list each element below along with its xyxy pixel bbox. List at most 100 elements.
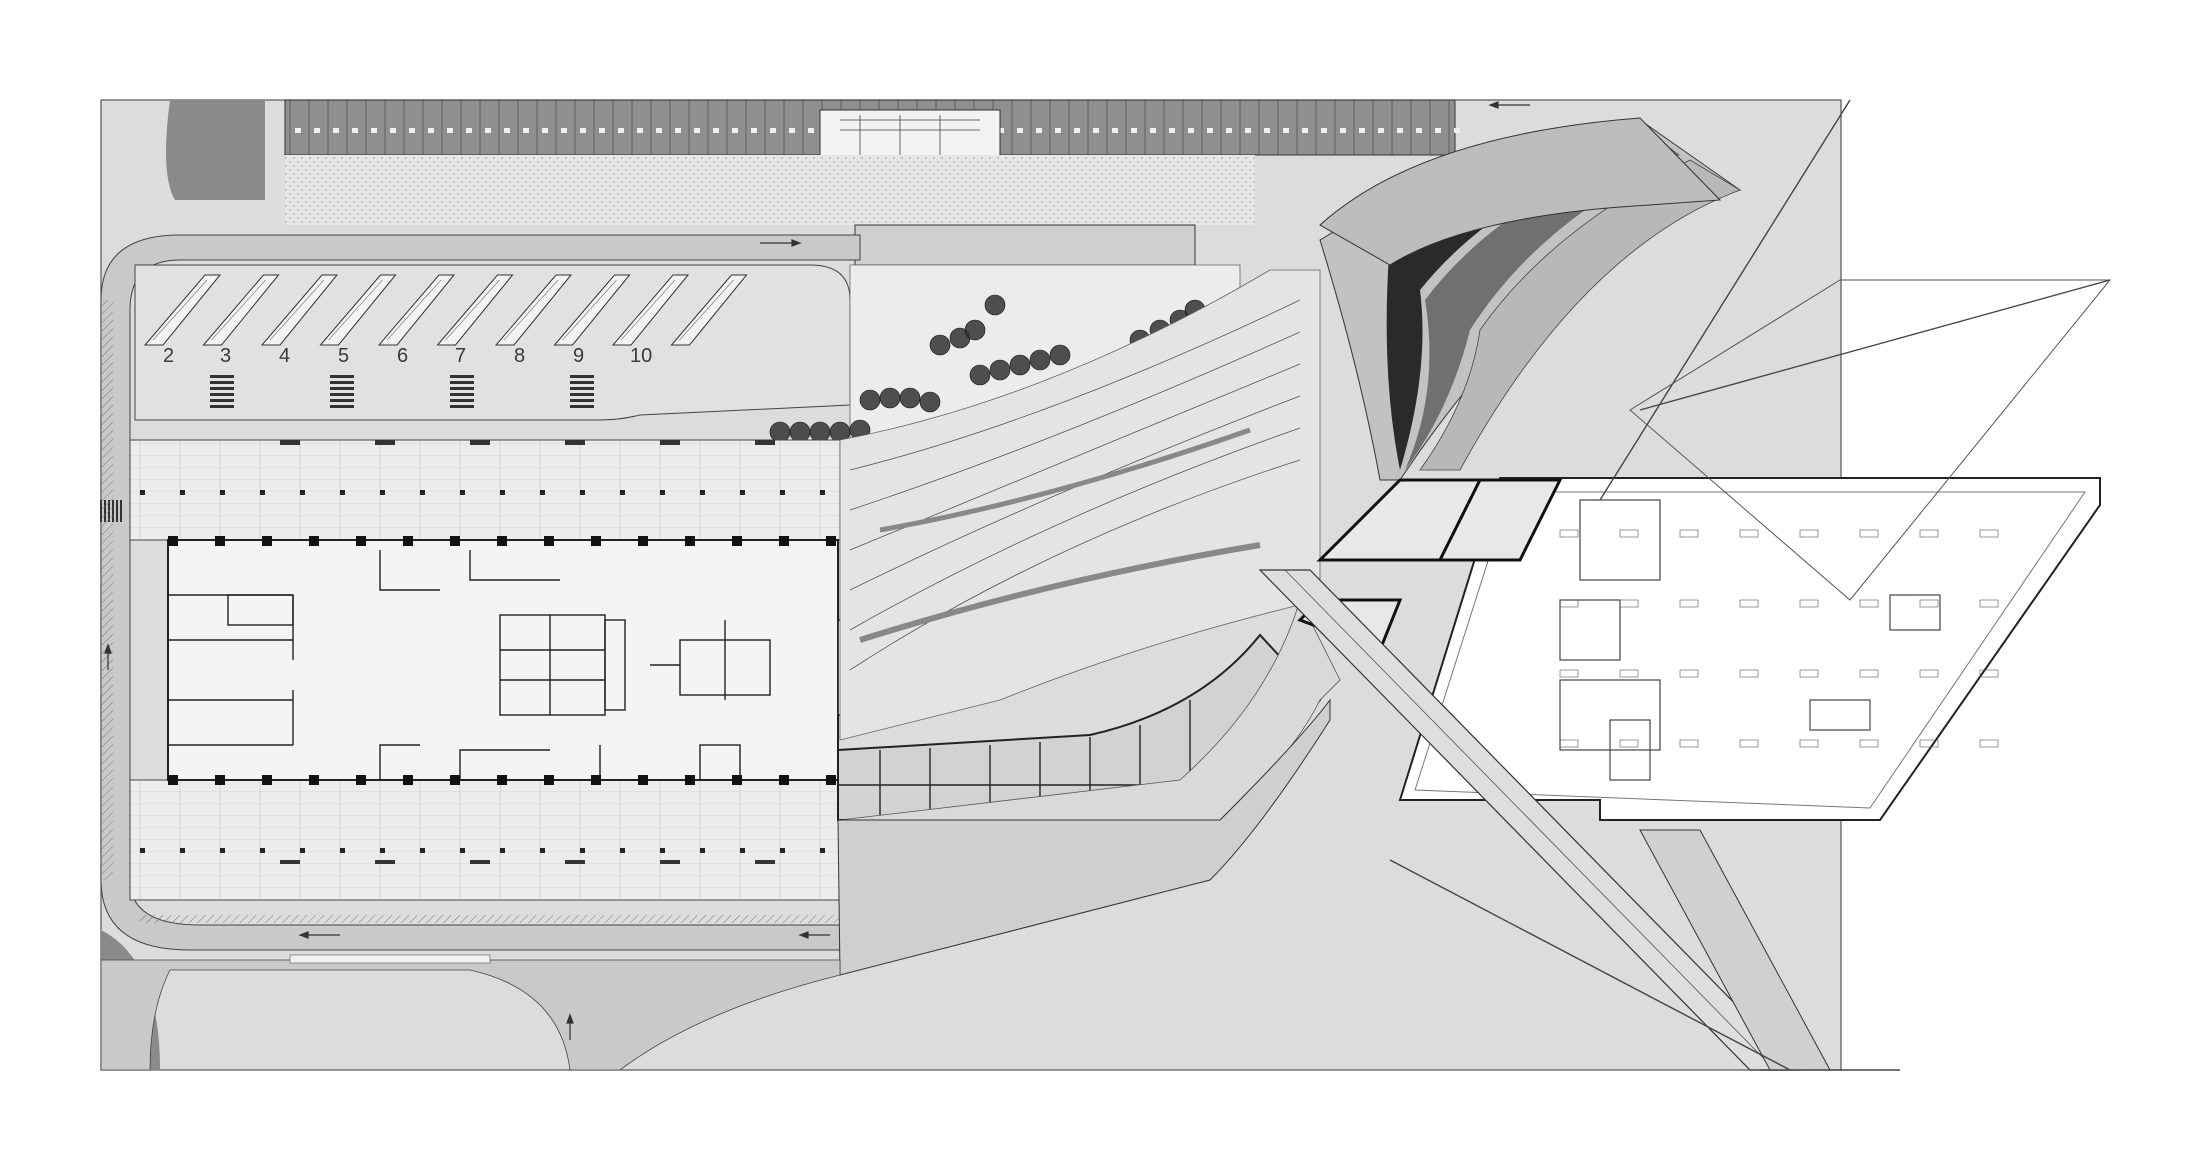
bollard <box>260 848 265 853</box>
parking-stall-mark <box>390 128 396 133</box>
column <box>591 775 601 785</box>
parking-stall-mark <box>1454 128 1460 133</box>
right-building-cores <box>1559 499 1941 781</box>
grid-column <box>1799 669 1819 678</box>
bollard <box>500 490 505 495</box>
parking-stall-mark <box>1226 128 1232 133</box>
tree <box>964 319 986 341</box>
crosswalk-stripe <box>330 375 354 378</box>
canopy-bar <box>854 224 1196 266</box>
bay-number: 6 <box>397 345 408 367</box>
entrance-pavilion <box>819 109 1001 161</box>
parking-stall-mark <box>1150 128 1156 133</box>
crosswalk-stripe <box>210 375 234 378</box>
column <box>403 536 413 546</box>
bollard <box>340 490 345 495</box>
crosswalk-stripe <box>570 393 594 396</box>
crosswalk-stripe <box>330 381 354 384</box>
parking-stall-mark <box>1036 128 1042 133</box>
grid-column <box>1979 739 1999 748</box>
parking-stall-mark <box>295 128 301 133</box>
lane-line <box>849 331 1301 511</box>
parking-stall-mark <box>561 128 567 133</box>
grid-column <box>1619 529 1639 538</box>
column <box>356 536 366 546</box>
bus-bay <box>260 274 339 346</box>
parking-stall-mark <box>599 128 605 133</box>
bay-number: 5 <box>338 345 349 367</box>
parking-stall-mark <box>542 128 548 133</box>
parking-stall-mark <box>808 128 814 133</box>
column <box>450 536 460 546</box>
parking-stall-mark <box>675 128 681 133</box>
bollard <box>140 490 145 495</box>
bollard <box>700 490 705 495</box>
curtain-wall-mullions <box>838 700 1191 820</box>
bus-bay <box>377 274 456 346</box>
bus-bay <box>670 274 748 346</box>
crosswalk-stripe <box>450 387 474 390</box>
parking-stall-mark <box>637 128 643 133</box>
tree <box>969 364 991 386</box>
parking-stall-mark <box>713 128 719 133</box>
parking-stall-mark <box>1397 128 1403 133</box>
column <box>544 775 554 785</box>
crosswalk-stripe <box>330 399 354 402</box>
parking-stall-mark <box>333 128 339 133</box>
column <box>450 775 460 785</box>
crosswalk-stripe <box>116 500 118 522</box>
crosswalk-stripe <box>570 381 594 384</box>
tree <box>859 389 881 411</box>
bus-bay <box>436 274 514 346</box>
grid-column <box>1679 669 1699 678</box>
bollard <box>180 848 185 853</box>
crosswalk-stripe <box>450 381 474 384</box>
column <box>309 536 319 546</box>
parking-stall-mark <box>1302 128 1308 133</box>
tree <box>899 387 921 409</box>
grid-column <box>1739 599 1759 608</box>
bollard <box>220 490 225 495</box>
parking-stall-mark <box>504 128 510 133</box>
parking-stall-mark <box>314 128 320 133</box>
bollard <box>820 848 825 853</box>
crosswalk-stripe <box>570 375 594 378</box>
tree <box>769 421 791 443</box>
crosswalk-stripe <box>330 393 354 396</box>
bus-bay-guide <box>211 279 266 341</box>
parking-stall-mark <box>1264 128 1270 133</box>
grid-column <box>1739 529 1759 538</box>
column <box>638 775 648 785</box>
parking-stall-mark <box>618 128 624 133</box>
bus-bay-guide <box>386 279 442 341</box>
grid-column <box>1979 529 1999 538</box>
outer-wedge <box>1629 279 2112 601</box>
parking-stall-mark <box>1131 128 1137 133</box>
column <box>685 536 695 546</box>
parking-stall-mark <box>1112 128 1118 133</box>
tree <box>989 359 1011 381</box>
column <box>732 775 742 785</box>
column <box>638 536 648 546</box>
grid-column <box>1859 669 1879 678</box>
bus-bay-guide <box>445 279 500 341</box>
bus-bay-guide <box>269 279 325 341</box>
tunnel-ramp-light <box>1419 159 1741 471</box>
bollard <box>740 490 745 495</box>
entrance-pavilion-detail <box>840 115 980 155</box>
grid-column <box>1919 599 1939 608</box>
bridge-centerline <box>1284 569 1776 1071</box>
parking-stall-mark <box>1207 128 1213 133</box>
outer-boundary-lines <box>1389 99 2111 1071</box>
bollard <box>300 848 305 853</box>
bollard <box>740 848 745 853</box>
parking-stall-mark <box>1359 128 1365 133</box>
parking-stall-mark <box>789 128 795 133</box>
bench <box>565 440 585 445</box>
bollard <box>380 490 385 495</box>
lane-line <box>849 299 1301 471</box>
hatch-bottom <box>140 915 840 923</box>
grid-column <box>1799 529 1819 538</box>
parking-stall-mark <box>580 128 586 133</box>
grid-column <box>1679 599 1699 608</box>
